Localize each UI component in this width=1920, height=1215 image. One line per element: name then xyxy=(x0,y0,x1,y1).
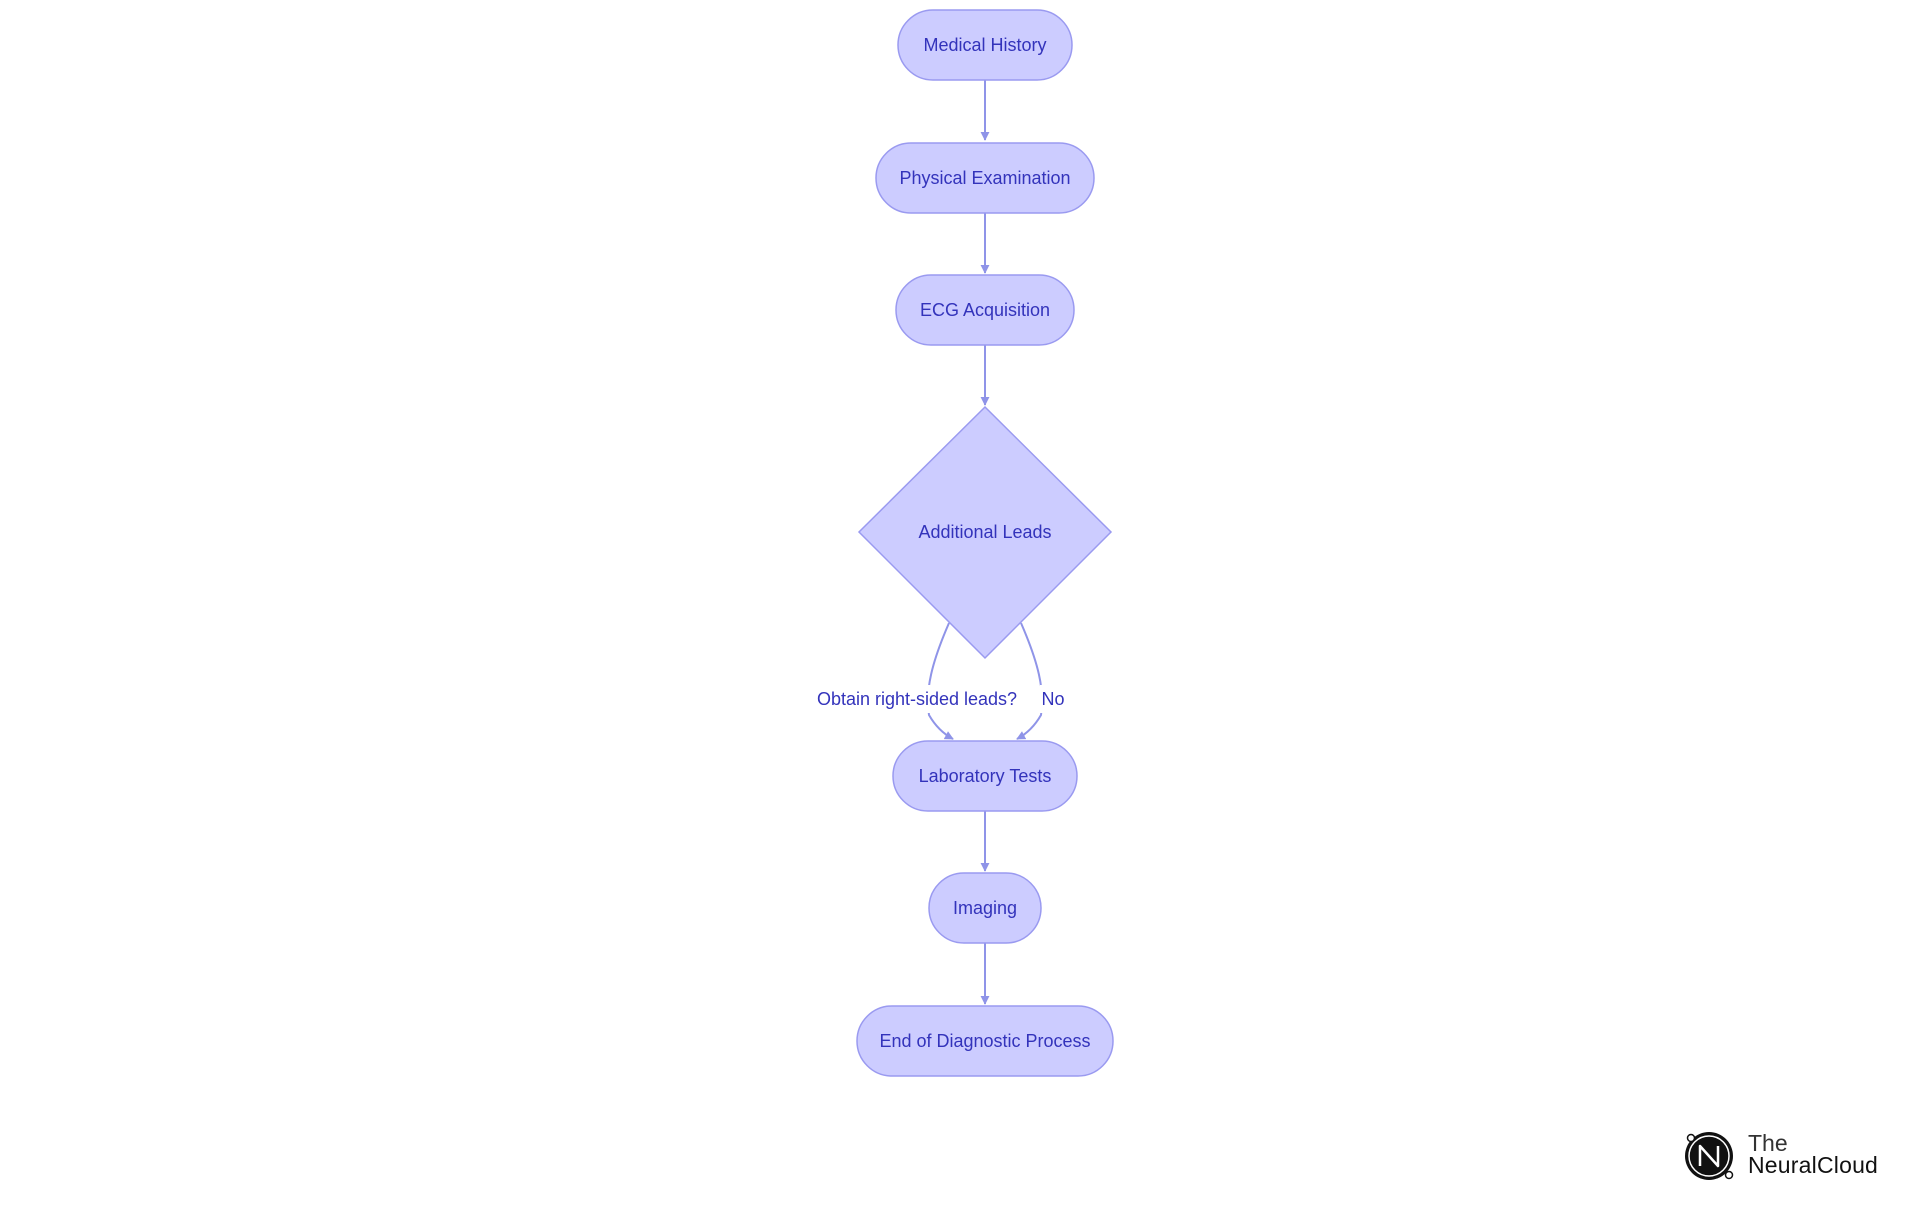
edge-label-yes: Obtain right-sided leads? xyxy=(817,689,1017,709)
neuralcloud-logo-icon xyxy=(1685,1132,1734,1180)
node-label: Physical Examination xyxy=(899,168,1070,188)
node-label: Additional Leads xyxy=(918,522,1051,542)
logo-text-brand: NeuralCloud xyxy=(1748,1152,1879,1178)
edge-label-no: No xyxy=(1041,689,1064,709)
node-end-of-diagnostic-process: End of Diagnostic Process xyxy=(856,1005,1114,1077)
node-label: ECG Acquisition xyxy=(920,300,1050,320)
node-additional-leads: Additional Leads xyxy=(857,405,1113,660)
edge-leads-to-lab-no xyxy=(1016,622,1044,740)
node-label: Imaging xyxy=(953,898,1017,918)
logo-text-the: The xyxy=(1748,1130,1788,1156)
neuralcloud-logo: The NeuralCloud xyxy=(1683,1128,1893,1186)
node-laboratory-tests: Laboratory Tests xyxy=(892,740,1078,812)
node-label: Laboratory Tests xyxy=(919,766,1052,786)
node-medical-history: Medical History xyxy=(897,9,1073,81)
node-label: End of Diagnostic Process xyxy=(879,1031,1090,1051)
node-imaging: Imaging xyxy=(928,872,1042,944)
node-label: Medical History xyxy=(923,35,1046,55)
edge-leads-to-lab-yes xyxy=(926,622,954,740)
node-ecg-acquisition: ECG Acquisition xyxy=(895,274,1075,346)
node-physical-examination: Physical Examination xyxy=(875,142,1095,214)
